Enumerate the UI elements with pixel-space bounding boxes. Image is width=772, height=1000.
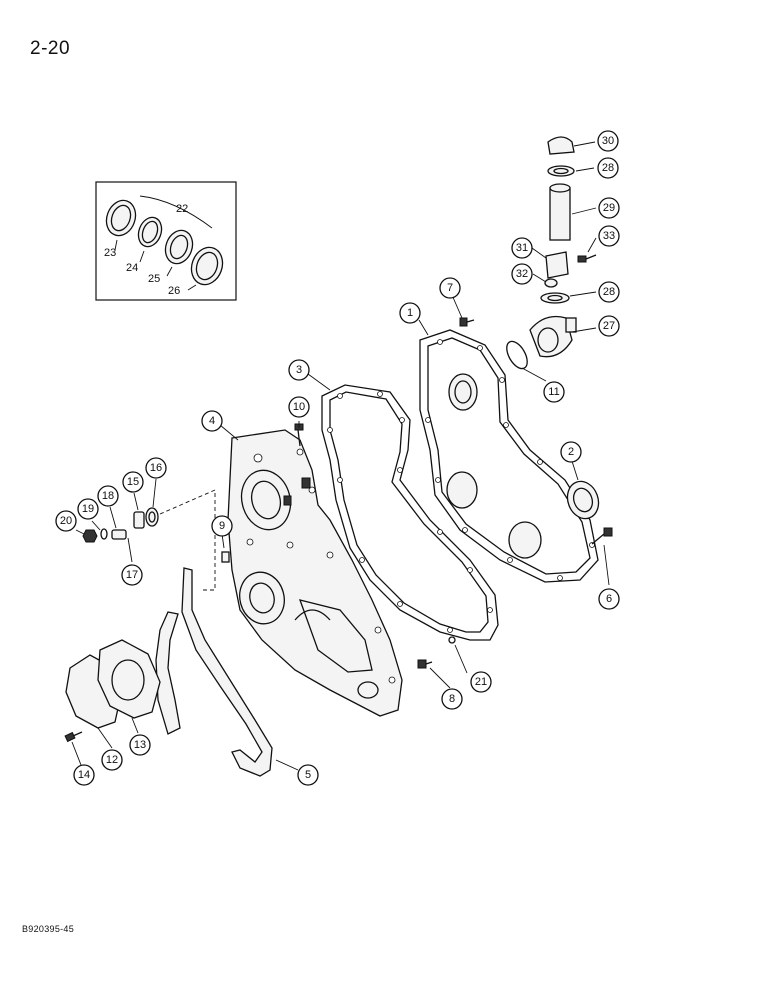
svg-text:31: 31 [516,242,528,254]
svg-text:8: 8 [449,693,455,705]
svg-text:14: 14 [78,769,90,781]
svg-text:16: 16 [150,462,162,474]
callout-27: 27 [598,315,620,337]
callout-18: 18 [97,485,119,507]
seal-ring-25 [164,229,194,277]
callout-16: 16 [145,457,167,479]
svg-text:28: 28 [603,286,615,298]
callout-7: 7 [439,277,461,299]
gasket-13 [97,639,161,719]
gasket-5 [155,567,273,777]
svg-text:3: 3 [296,364,302,376]
page-number: 2-20 [30,38,71,59]
svg-text:21: 21 [475,676,487,688]
callout-32: 32 [511,263,533,285]
seal-kit-inset: 22 23 24 25 26 [95,181,237,301]
cap-screw-14 [64,731,83,743]
svg-text:12: 12 [106,754,118,766]
svg-text:29: 29 [603,202,615,214]
tach-drive-group [82,489,216,591]
inset-group-label: 22 [176,203,188,215]
svg-text:2: 2 [568,446,574,458]
bolt-6 [591,527,613,545]
svg-text:13: 13 [134,739,146,751]
gasket-3 [321,384,499,641]
o-ring-21 [448,636,456,644]
svg-text:10: 10 [293,401,305,413]
svg-text:1: 1 [407,307,413,319]
callout-15: 15 [122,471,144,493]
callout-28-lower: 28 [598,281,620,303]
svg-text:11: 11 [548,386,559,398]
svg-text:17: 17 [126,569,138,581]
callout-28-upper: 28 [597,157,619,179]
callout-9: 9 [211,515,233,537]
sleeve-24 [137,216,163,263]
bolt-7 [459,317,475,327]
callout-21: 21 [470,671,492,693]
callout-26: 26 [168,285,180,297]
svg-text:7: 7 [447,282,453,294]
callout-11: 11 [543,381,565,403]
callout-17: 17 [121,564,143,586]
callout-8: 8 [441,688,463,710]
gasket-3-bolt-holes [327,391,493,633]
seal-ring-23 [105,199,137,251]
svg-text:15: 15 [127,476,139,488]
svg-text:6: 6 [606,593,612,605]
svg-text:20: 20 [60,515,72,527]
svg-text:27: 27 [603,320,615,332]
svg-text:28: 28 [602,162,614,174]
dowel-9 [221,551,230,563]
bolt-8 [417,659,433,669]
svg-text:32: 32 [516,268,528,280]
seal-ring-26 [187,246,224,291]
callout-23: 23 [104,247,116,259]
callout-12: 12 [101,749,123,771]
callout-29: 29 [598,197,620,219]
svg-text:18: 18 [102,490,114,502]
callout-4: 4 [201,410,223,432]
svg-text:5: 5 [305,769,311,781]
callout-1: 1 [399,302,421,324]
svg-text:9: 9 [219,520,225,532]
gear-housing-4 [227,429,403,717]
svg-text:33: 33 [603,230,615,242]
callout-31: 31 [511,237,533,259]
filler-assembly [529,136,597,358]
callout-10: 10 [288,396,310,418]
gasket-1 [419,329,599,583]
callout-24: 24 [126,262,138,274]
callout-13: 13 [129,734,151,756]
callout-33: 33 [598,225,620,247]
figure-code: B920395-45 [22,924,75,934]
svg-text:30: 30 [602,135,614,147]
callout-5: 5 [297,764,319,786]
callout-14: 14 [73,764,95,786]
callout-25: 25 [148,273,160,285]
callout-19: 19 [77,498,99,520]
leader-lines [71,141,610,771]
svg-text:19: 19 [82,503,94,515]
snap-ring-11 [506,340,528,370]
callout-30: 30 [597,130,619,152]
callout-2: 2 [560,441,582,463]
svg-text:4: 4 [209,415,215,427]
callout-20: 20 [55,510,77,532]
callout-6: 6 [598,588,620,610]
callout-3: 3 [288,359,310,381]
oil-seal-2 [566,480,600,520]
